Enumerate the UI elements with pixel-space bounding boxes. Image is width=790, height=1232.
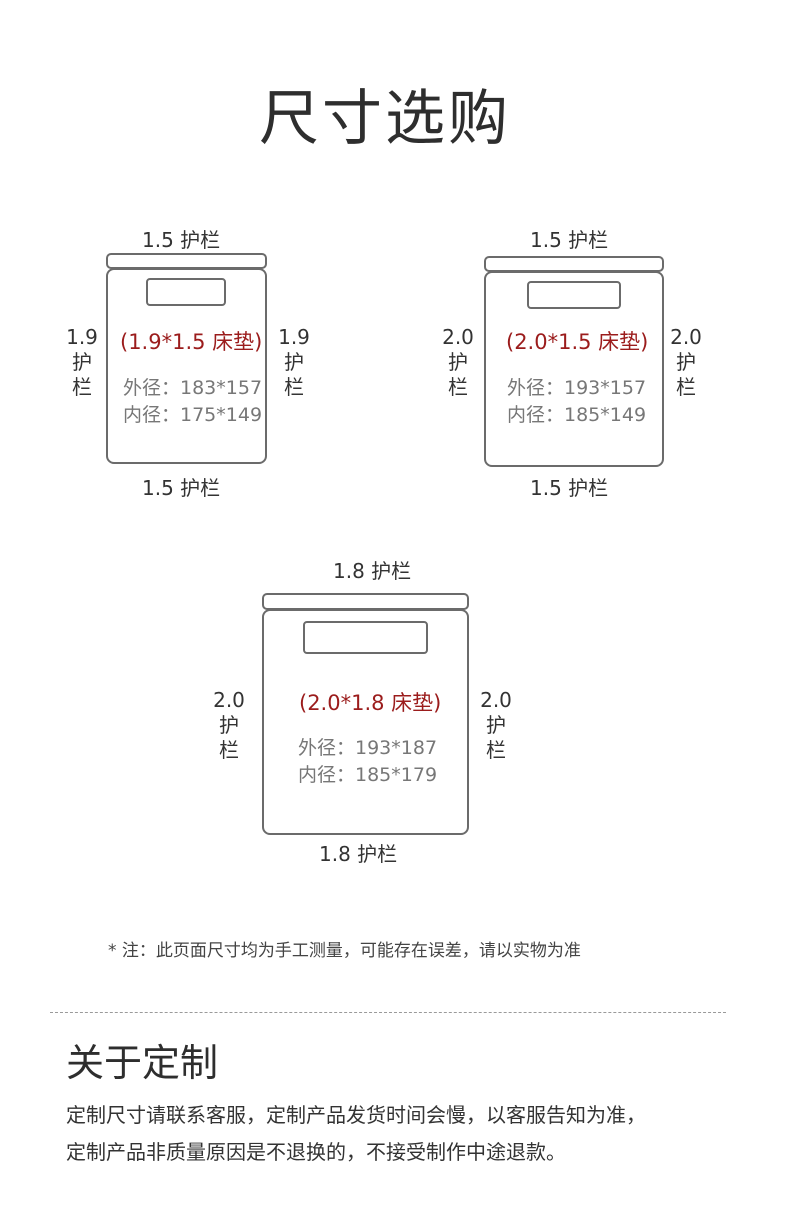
bottom-rail-label: 1.8 护栏	[319, 842, 398, 866]
outer-dimension: 外径：193*157	[507, 377, 647, 399]
right-rail-label: 1.9 护 栏	[278, 325, 310, 399]
right-rail-label: 2.0 护 栏	[480, 688, 512, 762]
mattress-size: (2.0*1.5 床垫)	[506, 330, 649, 354]
inner-dimension: 内径：175*149	[123, 404, 263, 426]
mattress-size: (1.9*1.5 床垫)	[120, 330, 263, 354]
section-divider	[50, 1012, 726, 1013]
pillow	[303, 621, 428, 654]
inner-dimension: 内径：185*149	[507, 404, 647, 426]
headboard-rail	[262, 593, 469, 610]
bottom-rail-label: 1.5 护栏	[530, 476, 609, 500]
top-rail-label: 1.8 护栏	[333, 559, 412, 583]
inner-dimension: 内径：185*179	[298, 764, 438, 786]
custom-text-line-1: 定制尺寸请联系客服，定制产品发货时间会慢，以客服告知为准，	[66, 1103, 646, 1127]
left-rail-label: 2.0 护 栏	[213, 688, 245, 762]
custom-text-line-2: 定制产品非质量原因是不退换的，不接受制作中途退款。	[66, 1140, 566, 1164]
page-title: 尺寸选购	[259, 84, 511, 154]
bottom-rail-label: 1.5 护栏	[142, 476, 221, 500]
headboard-rail	[484, 256, 664, 272]
pillow	[146, 278, 226, 306]
left-rail-label: 2.0 护 栏	[442, 325, 474, 399]
custom-section-title: 关于定制	[66, 1041, 219, 1085]
right-rail-label: 2.0 护 栏	[670, 325, 702, 399]
outer-dimension: 外径：193*187	[298, 737, 438, 759]
outer-dimension: 外径：183*157	[123, 377, 263, 399]
headboard-rail	[106, 253, 267, 269]
top-rail-label: 1.5 护栏	[530, 228, 609, 252]
measurement-note: * 注：此页面尺寸均为手工测量，可能存在误差，请以实物为准	[108, 941, 581, 961]
left-rail-label: 1.9 护 栏	[66, 325, 98, 399]
top-rail-label: 1.5 护栏	[142, 228, 221, 252]
mattress-size: (2.0*1.8 床垫)	[299, 691, 442, 715]
pillow	[527, 281, 621, 309]
